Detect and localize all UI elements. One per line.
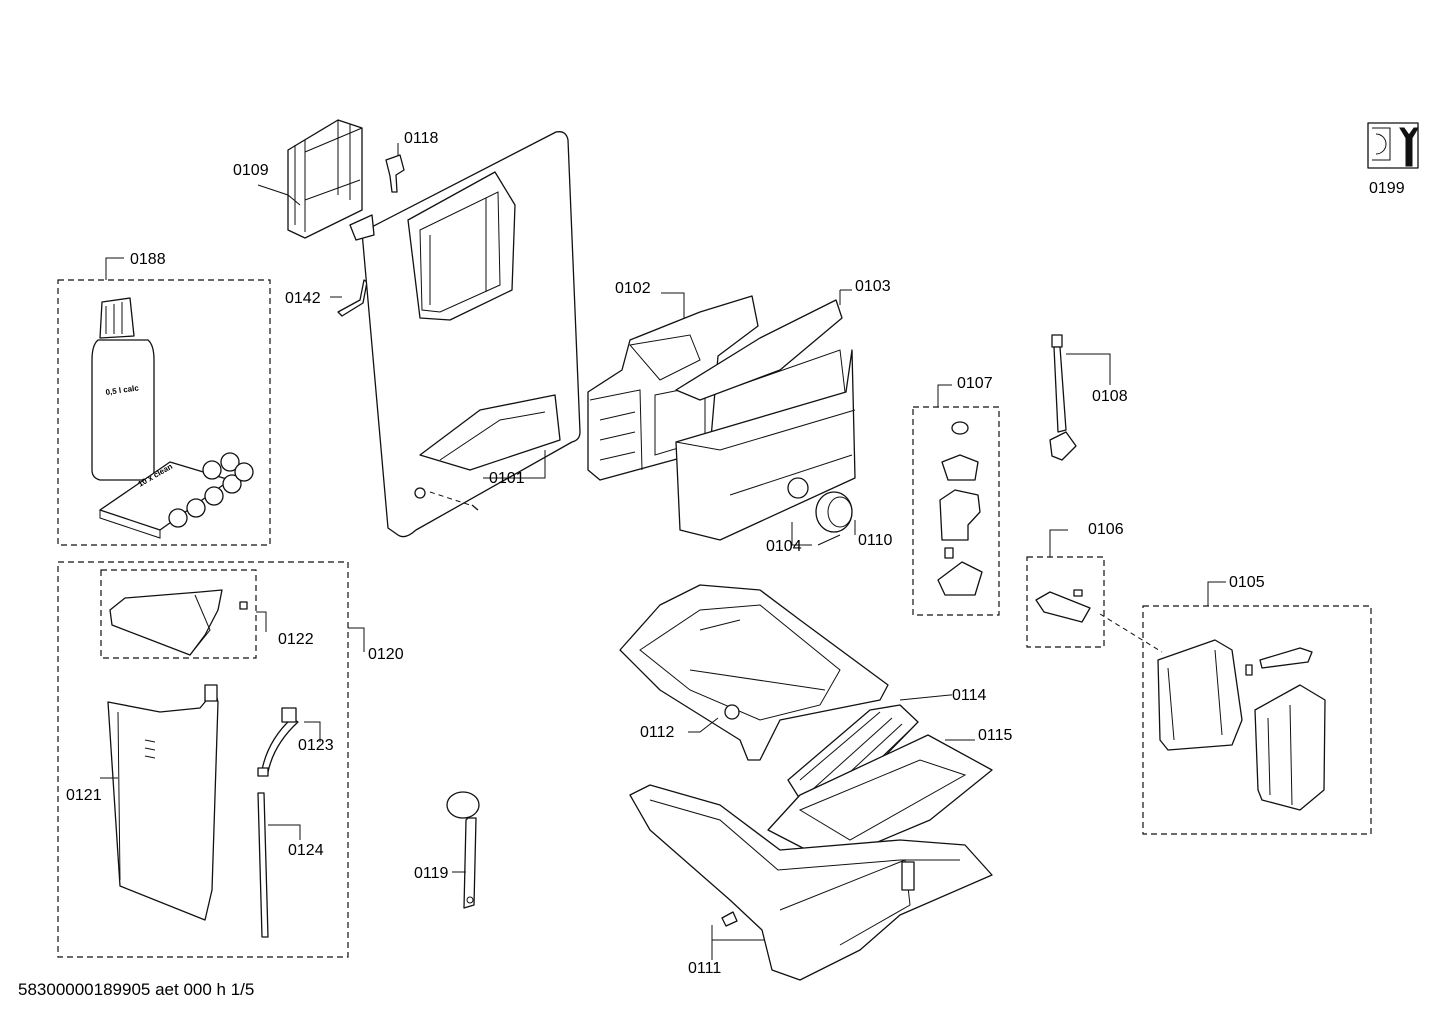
part-0108-sensor — [1049, 334, 1077, 461]
group-0188 — [57, 279, 271, 546]
part-0188-tablets: 10 x clean — [99, 452, 254, 539]
label-0115: 0115 — [978, 727, 1013, 744]
label-0110: 0110 — [858, 532, 893, 549]
label-0122: 0122 — [278, 631, 314, 648]
label-0108: 0108 — [1092, 388, 1128, 405]
part-0107-valve — [937, 421, 983, 596]
group-0120 — [57, 561, 349, 958]
part-0105-module — [1157, 639, 1326, 811]
part-0122-lid — [109, 589, 248, 656]
label-0114: 0114 — [952, 687, 987, 704]
part-0101-panel — [349, 131, 581, 538]
part-0109-holder — [287, 119, 363, 239]
label-0101: 0101 — [489, 470, 525, 487]
part-0112-drip-tray — [619, 584, 889, 761]
part-0123-hose — [257, 707, 299, 777]
part-0124-tube — [257, 792, 269, 938]
part-0111-base — [629, 784, 993, 981]
label-0111: 0111 — [688, 960, 721, 977]
label-0142: 0142 — [285, 290, 321, 307]
label-0199: 0199 — [1369, 180, 1405, 197]
part-0106-switch — [1035, 589, 1091, 623]
label-0107: 0107 — [957, 375, 993, 392]
label-0112: 0112 — [640, 724, 675, 741]
part-0104-housing — [675, 349, 856, 541]
group-0107 — [912, 406, 1000, 616]
label-0124: 0124 — [288, 842, 324, 859]
label-0103: 0103 — [855, 278, 891, 295]
group-0122 — [100, 569, 257, 659]
wrench-tool-icon — [1367, 122, 1419, 169]
part-0118-clip — [385, 154, 405, 193]
part-0188-bottle: 0,5 l calc — [91, 297, 155, 481]
group-0105 — [1142, 605, 1372, 835]
label-0105: 0105 — [1229, 574, 1265, 591]
label-0123: 0123 — [298, 737, 334, 754]
label-0120: 0120 — [368, 646, 404, 663]
label-0121: 0121 — [66, 787, 102, 804]
label-0106: 0106 — [1088, 521, 1124, 538]
part-0110-knob — [815, 491, 853, 533]
label-0119: 0119 — [414, 865, 449, 882]
label-0104: 0104 — [766, 538, 802, 555]
document-code: 58300000189905 aet 000 h 1/5 — [18, 980, 255, 999]
part-0142-pin — [337, 279, 368, 317]
label-0109: 0109 — [233, 162, 269, 179]
part-0103-lid — [675, 299, 843, 401]
part-0121-tank — [107, 684, 219, 921]
label-0118: 0118 — [404, 130, 439, 147]
part-0119-spoon — [446, 791, 480, 909]
group-0106 — [1026, 556, 1105, 648]
label-0188: 0188 — [130, 251, 166, 268]
label-0102: 0102 — [615, 280, 651, 297]
